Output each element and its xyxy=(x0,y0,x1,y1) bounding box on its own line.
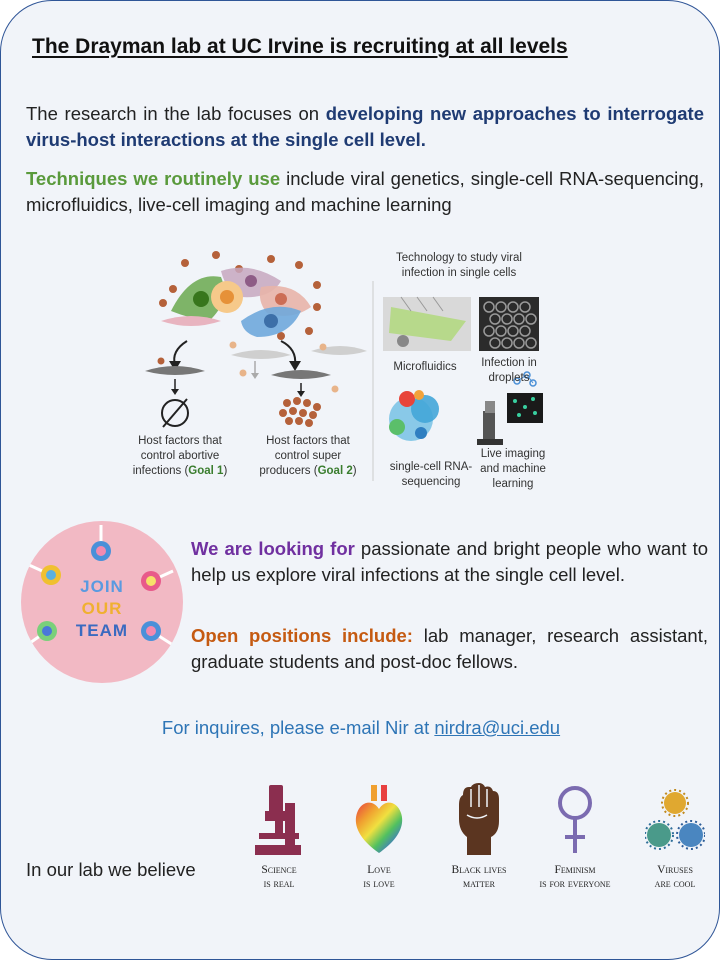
join-line3: TEAM xyxy=(75,621,129,640)
looking-rest: passionate and bright people who want to… xyxy=(191,538,709,585)
positions-rest: lab manager, research assistant, graduat… xyxy=(191,625,708,672)
venus-symbol-icon xyxy=(558,786,592,853)
microscope-icon xyxy=(255,785,301,855)
imaging-caption: Live imaging and machine learning xyxy=(480,448,546,490)
research-lead: The research in the lab focuses on xyxy=(26,103,326,124)
join-our-team-badge: JOIN OUR TEAM xyxy=(21,521,183,683)
droplets-caption: Infection in droplets xyxy=(481,357,537,384)
techniques-paragraph: Techniques we routinely use include vira… xyxy=(26,166,704,218)
scrna-caption: single-cell RNA-sequencing xyxy=(389,461,473,488)
research-focus-paragraph: The research in the lab focuses on devel… xyxy=(26,101,704,153)
believe-label: In our lab we believe xyxy=(26,859,196,880)
raised-fist-icon xyxy=(459,783,499,855)
goal1-caption: Host factors that control abortive infec… xyxy=(132,435,228,477)
microfluidics-caption: Microfluidics xyxy=(393,361,457,373)
tech-title: Technology to study viral infection in s… xyxy=(396,252,522,279)
join-line1: JOIN xyxy=(80,577,124,596)
positions-highlight: Open positions include: xyxy=(191,625,413,646)
inquiry-text: For inquires, please e-mail Nir at xyxy=(161,717,435,738)
email-link[interactable]: nirdra@uci.edu xyxy=(434,717,561,738)
page-title: The Drayman lab at UC Irvine is recruiti… xyxy=(32,35,568,58)
positions-paragraph: Open positions include: lab manager, res… xyxy=(191,623,708,675)
techniques-highlight: Techniques we routinely use xyxy=(26,168,281,189)
virus-icon xyxy=(645,789,705,850)
looking-highlight: We are looking for xyxy=(191,538,355,559)
goal2-caption: Host factors that control super producer… xyxy=(259,435,357,477)
techniques-rest: include viral genetics, single-cell RNA-… xyxy=(26,168,704,215)
lollipop-decoration xyxy=(26,525,174,647)
inquiry-line: For inquires, please e-mail Nir at nirdr… xyxy=(1,717,719,739)
research-highlight: developing new approaches to interrogate… xyxy=(26,103,704,150)
join-line2: OUR xyxy=(81,599,123,618)
research-figure: Technology to study viral infection in s… xyxy=(121,241,561,491)
rainbow-heart-icon xyxy=(355,785,403,853)
cell-infection-illustration xyxy=(145,251,543,481)
looking-for-paragraph: We are looking for passionate and bright… xyxy=(191,536,708,588)
